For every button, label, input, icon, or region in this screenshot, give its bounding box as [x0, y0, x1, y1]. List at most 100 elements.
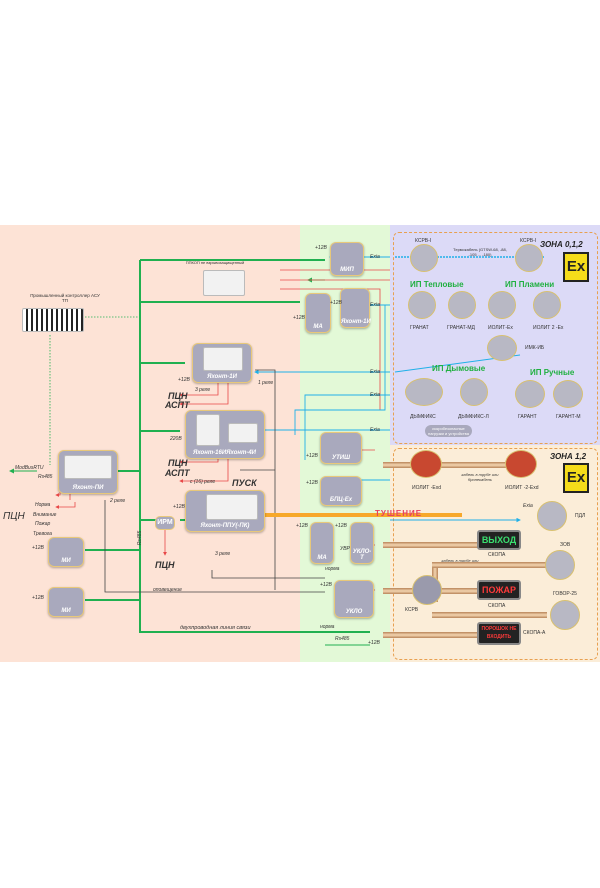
yahont-16i-4i-block[interactable]: Яхонт-16И Яхонт-4И — [185, 410, 265, 459]
bpc-ex-block[interactable]: БПЦ-Ex — [320, 476, 362, 506]
yahont-pi-panel[interactable]: Яхонт-ПИ — [58, 450, 118, 494]
yahont-4i-label: Яхонт-4И — [226, 450, 256, 456]
ppkop-device[interactable] — [203, 270, 245, 296]
uklo-t-block[interactable]: УКЛО-Т — [350, 522, 374, 564]
mip-label: МИП — [340, 267, 354, 273]
cable-pipe-4 — [383, 632, 478, 638]
manual-detectors-header: ИП Ручные — [530, 368, 575, 377]
controller-label: Промышленный контроллер АСУ ТП — [30, 293, 100, 303]
zone-012-border — [393, 232, 598, 444]
exia-label-pdl: Exia — [523, 503, 533, 509]
intrinsic-loads-note: искробезопасные нагрузки и устройства — [425, 425, 472, 437]
zov-siren[interactable] — [545, 550, 575, 580]
garant-m-label: ГАРАНТ-М — [556, 414, 581, 420]
ma-top-power: +12В — [293, 315, 305, 321]
relay16-label: с (16) реле — [190, 479, 216, 485]
irm-module[interactable]: ИРМ — [155, 516, 175, 530]
rs485-label: Rs485 — [38, 474, 53, 480]
yahont-ppu-block[interactable]: Яхонт-ППУ(-ПК) — [185, 490, 265, 532]
dymfiks-detector[interactable] — [405, 378, 443, 406]
mi-module-2[interactable]: МИ — [48, 587, 84, 617]
relay1-label: 1 реле — [258, 380, 274, 386]
exia-label-1: Exia — [370, 254, 380, 260]
heat-detectors-header: ИП Тепловые — [410, 280, 464, 289]
uklo-label: УКЛО — [345, 609, 363, 615]
yager-1i-block[interactable]: Яхонт-1И — [340, 288, 371, 328]
ppu-relay3: 3 реле — [215, 551, 231, 557]
ksrv-left-label: КСРВ-I — [415, 238, 432, 244]
iolit2-ex-label: ИОЛИТ 2 -Ex — [533, 325, 564, 331]
govor-speaker[interactable] — [550, 600, 580, 630]
iolit2-ex-detector[interactable] — [533, 291, 561, 319]
ksrv-right-device[interactable] — [515, 244, 543, 272]
pdl-device[interactable] — [537, 501, 567, 531]
fire-sign[interactable]: ПОЖАР — [477, 580, 521, 600]
rs485-vertical-label: Rs485 — [137, 530, 144, 546]
rs485-bottom-label: Rs485 — [335, 636, 350, 642]
ppkop-label: ППКОП не взрывозащищенный — [185, 260, 245, 265]
mi1-power-label: +12В — [32, 545, 44, 551]
mip-power: +12В — [315, 245, 327, 251]
uklo-power: +12В — [320, 582, 332, 588]
cable-pipe-2 — [383, 542, 478, 548]
ksrv-label: КСРВ — [405, 607, 419, 613]
relay3-label: 3 реле — [195, 387, 211, 393]
iolit-ex-detector[interactable] — [488, 291, 516, 319]
pdl-label: ПДЛ — [575, 513, 586, 519]
mip-block[interactable]: МИП — [330, 242, 364, 276]
industrial-controller[interactable] — [22, 308, 84, 332]
ksrv-junction[interactable] — [412, 575, 442, 605]
modbus-label: ModBusRTU — [15, 465, 44, 471]
output-norma: Норма — [35, 502, 51, 508]
ma-bottom-label: МА — [317, 555, 327, 561]
utish-block[interactable]: УТИШ — [320, 432, 362, 464]
norma-label-2: норма — [320, 624, 335, 630]
exia-label-3: Exia — [370, 369, 380, 375]
iolit-ex-label: ИОЛИТ-Ex — [488, 325, 513, 331]
ma-bottom-block[interactable]: МА — [310, 522, 334, 564]
zov-label: ЗОВ — [560, 542, 571, 548]
mi-module-1[interactable]: МИ — [48, 537, 84, 567]
mi2-power-label: +12В — [32, 595, 44, 601]
bottom-power: +12В — [368, 640, 380, 646]
yahont-16i-label: Яхонт-16И — [193, 450, 227, 456]
exit-sign[interactable]: ВЫХОД — [477, 530, 521, 550]
relay2-label: 2 реле — [110, 498, 126, 504]
ma-bottom-power: +12В — [296, 523, 308, 529]
dymfiks-l-detector[interactable] — [460, 378, 488, 406]
iolit2-exd-label: ИОЛИТ -2-Exd — [505, 485, 539, 491]
output-pozhar: Пожар — [35, 521, 51, 527]
govor-label: ГОВОР-25 — [553, 591, 577, 597]
ksrv-left-device[interactable] — [410, 244, 438, 272]
yahont-1i-block[interactable]: Яхонт-1И — [192, 343, 252, 383]
garant-label: ГАРАНТ — [518, 414, 537, 420]
ptsn-label-3: ПЦН — [155, 560, 175, 570]
powder-sign[interactable]: ПОРОШОК НЕ ВХОДИТЬ — [477, 622, 521, 645]
imk-ib-device[interactable] — [487, 335, 517, 361]
yager-1i-label: Яхонт-1И — [341, 319, 371, 325]
yahont-pi-label: Яхонт-ПИ — [72, 485, 104, 491]
yager-power: +12В — [330, 300, 342, 306]
garant-m-detector[interactable] — [553, 380, 583, 408]
utish-power: +12В — [306, 453, 318, 459]
irm-label: ИРМ — [157, 519, 173, 526]
cable-note-1: кабель в трубе или бронекабель — [461, 472, 499, 482]
two-wire-label: двухпроводная линия связи — [180, 625, 251, 631]
iolit-exd-label: ИОЛИТ -Exd — [412, 485, 442, 491]
zone-012-title: ЗОНА 0,1,2 — [540, 240, 583, 249]
pusk-label: ПУСК — [232, 478, 257, 488]
flame-detectors-header: ИП Пламени — [505, 280, 555, 289]
uklo-block[interactable]: УКЛО — [334, 580, 374, 618]
zone-12-title: ЗОНА 1,2 — [550, 452, 587, 461]
granat-md-detector[interactable] — [448, 291, 476, 319]
iolit2-exd-detector[interactable] — [505, 450, 537, 478]
iolit-exd-detector[interactable] — [410, 450, 442, 478]
ksrv-right-label: КСРВ-I — [520, 238, 537, 244]
garant-detector[interactable] — [515, 380, 545, 408]
skopa-1-label: СКОПА — [488, 552, 506, 558]
skopa-a-label: СКОПА-А — [523, 630, 546, 636]
yahont-ppu-label: Яхонт-ППУ(-ПК) — [200, 523, 250, 529]
ma-top-block[interactable]: МА — [305, 293, 331, 333]
granat-detector[interactable] — [408, 291, 436, 319]
smoke-detectors-header: ИП Дымовые — [432, 364, 486, 373]
